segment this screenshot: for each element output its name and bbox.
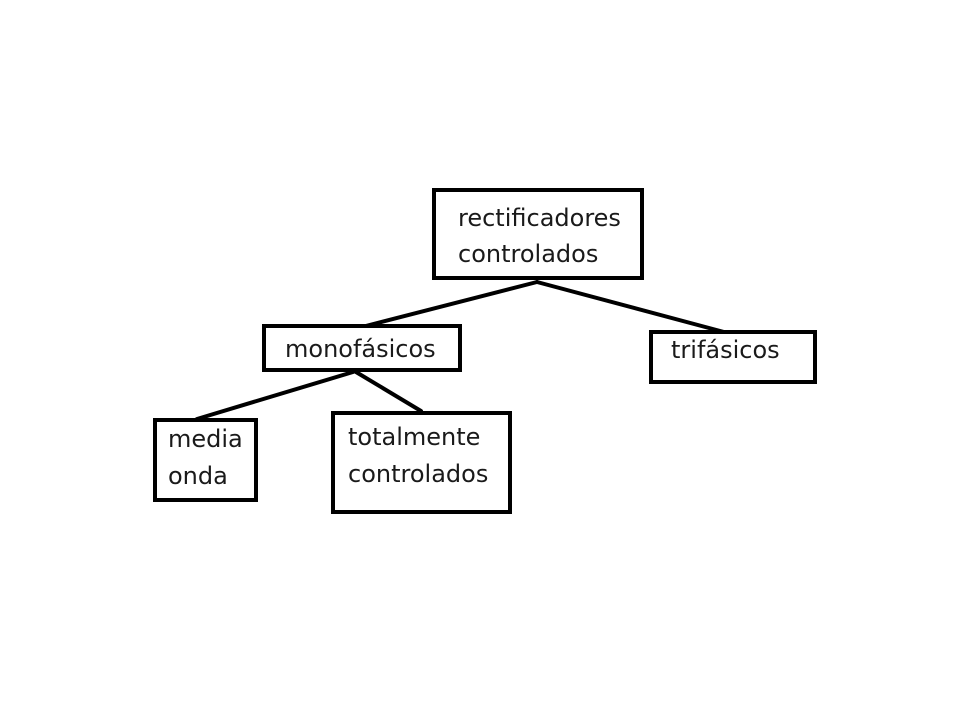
node-media-onda-line1: media <box>168 425 243 453</box>
node-media-onda: media onda <box>153 418 258 502</box>
node-monofasicos: monofásicos <box>262 324 462 372</box>
node-rectificadores-controlados: rectificadores controlados <box>432 188 644 280</box>
edge-monofasicos-to-totalmente-controlados <box>354 370 423 413</box>
node-monofasicos-label: monofásicos <box>285 335 436 363</box>
edge-monofasicos-to-media-onda <box>195 370 355 421</box>
node-root-line1: rectificadores <box>458 204 621 232</box>
node-box-root <box>432 188 644 280</box>
node-trifasicos-label: trifásicos <box>671 336 780 364</box>
node-totalmente-line1: totalmente <box>348 423 480 451</box>
node-box-trifasicos <box>649 330 817 384</box>
node-box-media-onda <box>153 418 258 502</box>
node-box-monofasicos <box>262 324 462 372</box>
node-totalmente-line2: controlados <box>348 460 488 488</box>
node-totalmente-controlados: totalmente controlados <box>331 411 512 514</box>
edge-root-to-monofasicos <box>356 280 539 330</box>
node-trifasicos: trifásicos <box>649 330 817 384</box>
edge-root-to-trifasicos <box>535 280 726 334</box>
node-root-line2: controlados <box>458 240 598 268</box>
node-media-onda-line2: onda <box>168 462 228 490</box>
node-box-totalmente-controlados <box>331 411 512 514</box>
